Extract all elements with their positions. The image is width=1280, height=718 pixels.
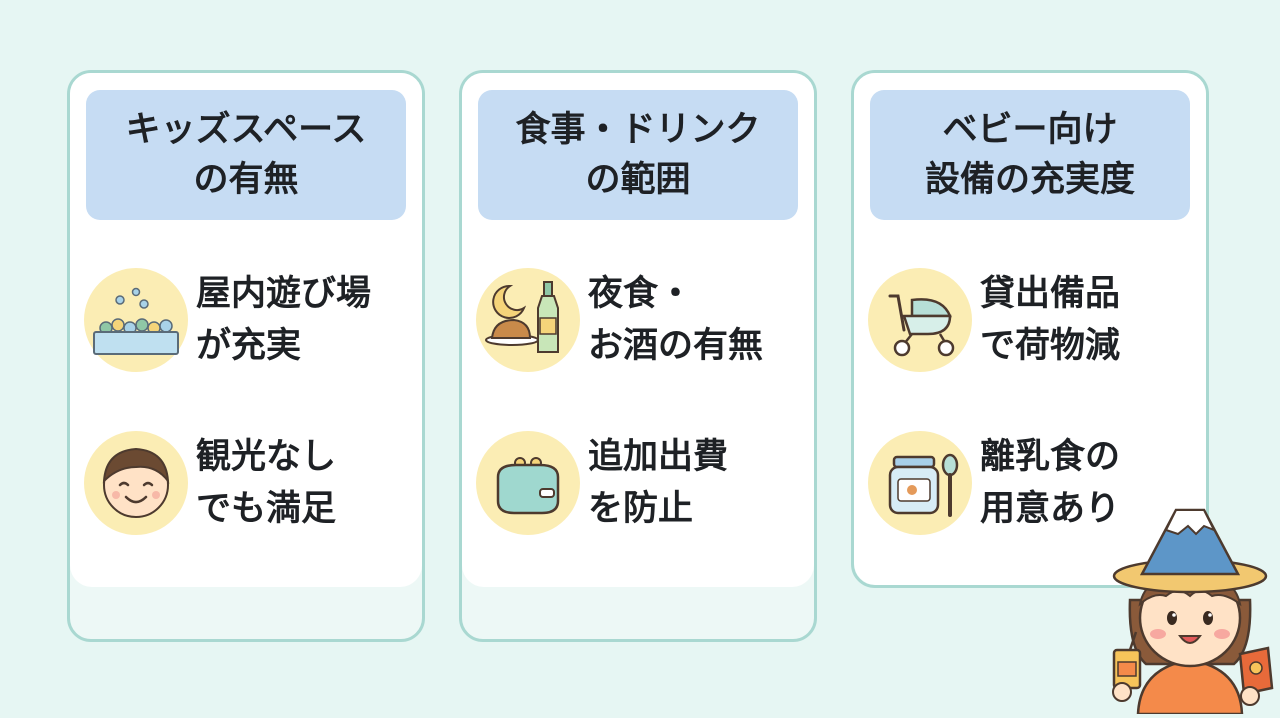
coin-purse-icon (476, 431, 580, 535)
item-text-line2: で荷物減 (980, 326, 1121, 366)
item-text-line2: でも満足 (196, 489, 337, 529)
card-header: 食事・ドリンク の範囲 (478, 90, 798, 220)
item-text-line2: お酒の有無 (588, 326, 764, 366)
item-text-line1: 追加出費 (588, 437, 729, 477)
card-header: キッズスペース の有無 (86, 90, 406, 220)
card-title-line1: ベビー向け (942, 110, 1118, 150)
baby-food-jar-icon (868, 431, 972, 535)
item-text: 貸出備品 で荷物減 (980, 268, 1206, 372)
item-text-line2: が充実 (196, 326, 302, 366)
list-item: 夜食・ お酒の有無 (476, 268, 806, 378)
item-text-line2: を防止 (588, 489, 694, 529)
item-text: 屋内遊び場 が充実 (196, 268, 422, 372)
item-text: 観光なし でも満足 (196, 431, 422, 535)
item-text-line1: 屋内遊び場 (196, 274, 372, 314)
list-item: 貸出備品 で荷物減 (868, 268, 1198, 378)
card-food-drink: 食事・ドリンク の範囲 夜食・ お酒の有無 (459, 70, 817, 642)
card-title-line2: の有無 (193, 160, 299, 200)
item-text-line1: 夜食・ (588, 274, 694, 314)
card-title-line1: キッズスペース (125, 110, 367, 150)
ball-pit-icon (84, 268, 188, 372)
card-header: ベビー向け 設備の充実度 (870, 90, 1190, 220)
list-item: 屋内遊び場 が充実 (84, 268, 414, 378)
stroller-icon (868, 268, 972, 372)
card-title-line2: 設備の充実度 (924, 160, 1135, 200)
girl-with-fuji-hat-icon (1100, 500, 1278, 718)
item-text-line1: 離乳食の (980, 437, 1121, 477)
item-text-line1: 観光なし (196, 437, 337, 477)
card-baby-facilities: ベビー向け 設備の充実度 貸出備品 で荷物減 (851, 70, 1209, 588)
item-text-line1: 貸出備品 (980, 274, 1121, 314)
night-meal-icon (476, 268, 580, 372)
item-text: 追加出費 を防止 (588, 431, 814, 535)
smiling-child-icon (84, 431, 188, 535)
card-panel: ベビー向け 設備の充実度 貸出備品 で荷物減 (854, 73, 1206, 585)
card-title-line2: の範囲 (585, 160, 691, 200)
card-title-line1: 食事・ドリンク (515, 110, 761, 150)
item-text-line2: 用意あり (980, 489, 1121, 529)
card-panel: キッズスペース の有無 屋内遊び場 が (70, 73, 422, 587)
card-panel: 食事・ドリンク の範囲 夜食・ お酒の有無 (462, 73, 814, 587)
list-item: 観光なし でも満足 (84, 431, 414, 541)
card-kids-space: キッズスペース の有無 屋内遊び場 が (67, 70, 425, 642)
list-item: 追加出費 を防止 (476, 431, 806, 541)
item-text: 離乳食の 用意あり (980, 431, 1206, 535)
item-text: 夜食・ お酒の有無 (588, 268, 814, 372)
list-item: 離乳食の 用意あり (868, 431, 1198, 541)
